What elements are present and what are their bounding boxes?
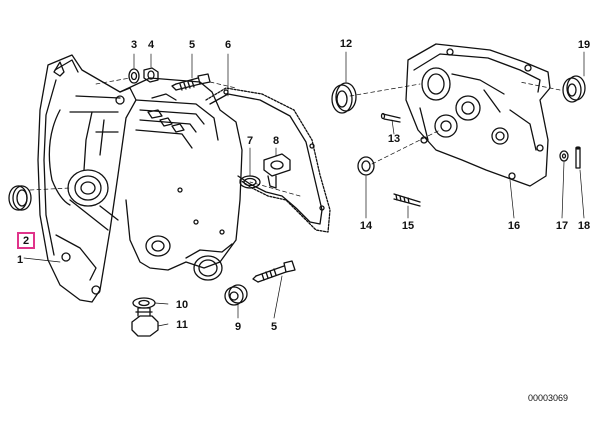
small-seal-part[interactable]	[128, 68, 140, 84]
callout-1[interactable]: 1	[16, 254, 24, 266]
callout-2-selected[interactable]: 2	[22, 235, 30, 247]
pin-part[interactable]	[575, 146, 581, 169]
drain-plug-part[interactable]	[131, 307, 159, 337]
callout-8[interactable]: 8	[272, 135, 280, 147]
callout-14[interactable]: 14	[359, 220, 373, 232]
callout-18[interactable]: 18	[577, 220, 591, 232]
callout-4[interactable]: 4	[147, 39, 155, 51]
gasket-part[interactable]	[205, 87, 331, 233]
callout-7[interactable]: 7	[246, 135, 254, 147]
selected-callout-highlight	[17, 232, 35, 249]
housing-cover-part[interactable]	[37, 54, 243, 303]
callout-15[interactable]: 15	[401, 220, 415, 232]
callout-19[interactable]: 19	[577, 39, 591, 51]
callout-5-top[interactable]: 5	[188, 39, 196, 51]
callout-10[interactable]: 10	[175, 299, 189, 311]
hex-nut-part[interactable]	[143, 67, 159, 83]
stud-bolt-part[interactable]	[393, 193, 421, 207]
callout-16[interactable]: 16	[507, 220, 521, 232]
callout-13[interactable]: 13	[387, 133, 401, 145]
drawing-number: 00003069	[528, 393, 569, 403]
seal-part[interactable]	[357, 156, 375, 176]
callout-9[interactable]: 9	[234, 321, 242, 333]
small-washer-part[interactable]	[559, 150, 569, 162]
shaft-seal-part[interactable]	[224, 284, 248, 306]
callout-11[interactable]: 11	[176, 319, 188, 331]
right-cover-part[interactable]	[405, 43, 551, 187]
callout-3[interactable]: 3	[130, 39, 138, 51]
bearing-seal-part[interactable]	[562, 75, 586, 103]
seal-ring-part[interactable]	[8, 185, 32, 211]
seal-ring-right-part[interactable]	[331, 82, 357, 114]
hex-bolt-bottom-part[interactable]	[252, 260, 296, 283]
callout-5-bottom[interactable]: 5	[270, 321, 278, 333]
callout-17[interactable]: 17	[555, 220, 569, 232]
callout-6[interactable]: 6	[224, 39, 232, 51]
plug-screw-part[interactable]	[263, 153, 291, 189]
hex-bolt-top-part[interactable]	[171, 73, 211, 91]
washer-part[interactable]	[132, 297, 156, 309]
leader-lines	[23, 51, 585, 327]
dowel-pin-part[interactable]	[380, 112, 401, 123]
callout-12[interactable]: 12	[339, 38, 353, 50]
